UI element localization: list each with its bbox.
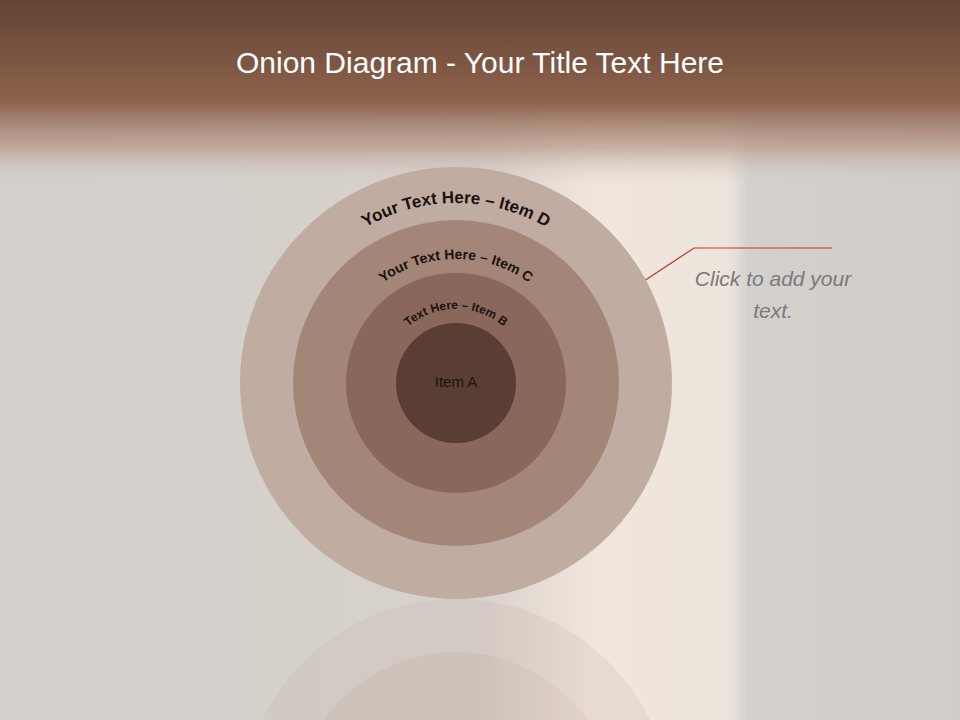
slide-title: Onion Diagram - Your Title Text Here: [0, 46, 960, 80]
callout-text: Click to add your text.: [683, 263, 863, 327]
ring-circle: [293, 220, 619, 546]
onion-ring: Your Text Here – Item DYour Text Here – …: [240, 167, 672, 599]
core-label: Item A: [396, 373, 516, 390]
onion-ring: Text Here – Item BItem A: [346, 273, 566, 493]
reflection: [240, 599, 672, 720]
onion-ring: Item A: [396, 323, 516, 443]
onion-ring: Your Text Here – Item CText Here – Item …: [293, 220, 619, 546]
ring-circle: [396, 323, 516, 443]
ring-circle: [346, 273, 566, 493]
ring-circle: [240, 167, 672, 599]
